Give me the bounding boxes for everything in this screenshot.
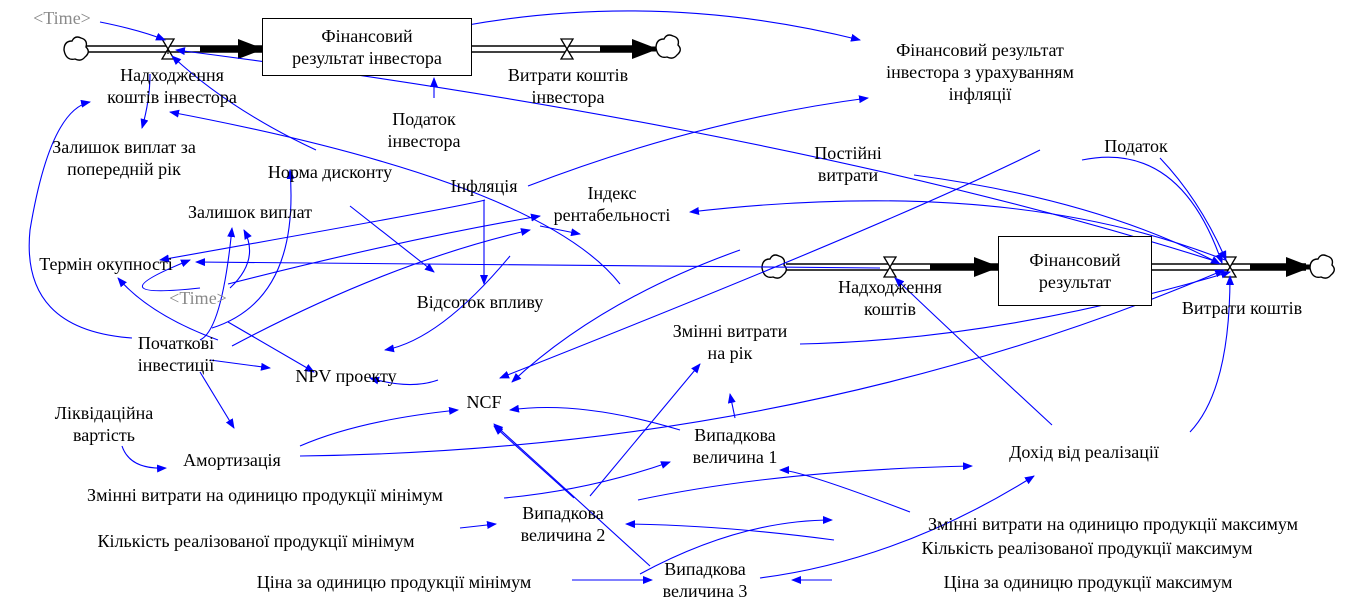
link (689, 200, 1226, 261)
cloud-icon (655, 34, 681, 59)
link (639, 516, 833, 575)
link (159, 199, 486, 263)
link (171, 55, 317, 151)
link (141, 259, 201, 292)
stock-fin-result[interactable]: Фінансовий результат (998, 236, 1152, 306)
link (121, 445, 167, 473)
link (493, 425, 575, 499)
link (140, 73, 151, 129)
valve-icon (882, 256, 898, 278)
link (169, 109, 621, 285)
link (503, 461, 671, 499)
var-ncf[interactable]: NCF (466, 392, 502, 412)
cloud-icon (1309, 254, 1335, 279)
link (299, 406, 459, 447)
flow-outflow-investor[interactable]: Витрати коштів інвестора (507, 65, 629, 107)
link (1081, 156, 1223, 264)
link (527, 95, 869, 187)
pipe-investor-out (472, 45, 648, 53)
var-balance-prev[interactable]: Залишок виплат за попередній рік (52, 137, 196, 179)
link (499, 149, 1041, 379)
var-time-mid[interactable]: <Time> (169, 288, 227, 308)
link (509, 404, 681, 431)
link (894, 277, 1053, 426)
link (779, 466, 911, 513)
var-balance[interactable]: Залишок виплат (187, 202, 313, 222)
link (231, 228, 531, 347)
valve-icon (559, 38, 575, 60)
link (28, 99, 133, 339)
var-revenue[interactable]: Дохід від реалізації (1009, 442, 1159, 462)
var-depreciation[interactable]: Амортизація (183, 450, 281, 470)
link (799, 270, 1231, 345)
var-price-min[interactable]: Ціна за одиницю продукції мінімум (256, 572, 532, 592)
link (369, 376, 439, 386)
link (199, 227, 236, 341)
pipe-investor-in (82, 45, 262, 53)
valve-icons (160, 38, 1238, 278)
var-discount-rate[interactable]: Норма дисконту (267, 162, 393, 182)
link (625, 520, 835, 541)
var-payback[interactable]: Термін окупності (39, 254, 173, 274)
link (1159, 157, 1227, 261)
var-initial-investment[interactable]: Початкові інвестиції (137, 333, 215, 375)
link (195, 258, 881, 269)
var-var-cost-min[interactable]: Змінні витрати на одиницю продукції міні… (87, 485, 443, 505)
var-fixed-costs[interactable]: Постійні витрати (814, 143, 882, 185)
link (461, 10, 861, 42)
link (349, 205, 435, 273)
link (493, 423, 651, 567)
link (459, 521, 497, 529)
var-npv[interactable]: NPV проекту (295, 366, 397, 386)
var-time-top[interactable]: <Time> (33, 8, 91, 28)
link (199, 371, 235, 429)
var-variable-costs-year[interactable]: Змінні витрати на рік (672, 321, 788, 363)
link (589, 363, 701, 497)
link (511, 249, 741, 383)
flow-outflow[interactable]: Витрати коштів (1181, 298, 1303, 318)
link (99, 21, 166, 41)
link (299, 269, 1225, 457)
var-tax[interactable]: Податок (1104, 136, 1168, 156)
var-random2[interactable]: Випадкова величина 2 (520, 503, 606, 545)
link (117, 277, 219, 341)
info-links (28, 10, 1234, 584)
var-tax-investor[interactable]: Податок інвестора (387, 109, 461, 151)
var-liquidation-value[interactable]: Ліквідаційна вартість (54, 403, 154, 445)
var-inflation[interactable]: Інфляція (450, 176, 518, 196)
var-random1[interactable]: Випадкова величина 1 (692, 425, 778, 467)
link (1189, 275, 1234, 433)
stock-fin-investor[interactable]: Фінансовий результат інвестора (262, 18, 472, 76)
var-profitability-index[interactable]: Індекс рентабельності (553, 183, 671, 225)
var-price-max[interactable]: Ціна за одиницю продукції максимум (943, 572, 1233, 592)
cloud-icon (63, 36, 89, 61)
var-random3[interactable]: Випадкова величина 3 (662, 559, 748, 600)
var-qty-max[interactable]: Кількість реалізованої продукції максиму… (921, 538, 1253, 558)
link (759, 475, 1035, 579)
var-impact-percent[interactable]: Відсоток впливу (416, 292, 544, 312)
link (637, 462, 973, 501)
link (727, 393, 736, 419)
link (913, 174, 1221, 265)
flow-inflow-investor[interactable]: Надходження коштів інвестора (107, 65, 237, 107)
link (209, 359, 271, 371)
flow-pipes (82, 39, 1312, 277)
link (227, 213, 541, 285)
link (211, 169, 295, 329)
var-fin-with-inflation[interactable]: Фінансовий результат інвестора з урахува… (886, 40, 1074, 104)
var-qty-min[interactable]: Кількість реалізованої продукції мінімум (97, 531, 415, 551)
var-var-cost-max[interactable]: Змінні витрати на одиницю продукції макс… (927, 514, 1299, 534)
flow-inflow[interactable]: Надходження коштів (838, 277, 942, 319)
link (539, 225, 581, 237)
link (384, 255, 511, 353)
link (227, 321, 315, 373)
valve-icon (160, 38, 176, 60)
link (229, 229, 252, 289)
